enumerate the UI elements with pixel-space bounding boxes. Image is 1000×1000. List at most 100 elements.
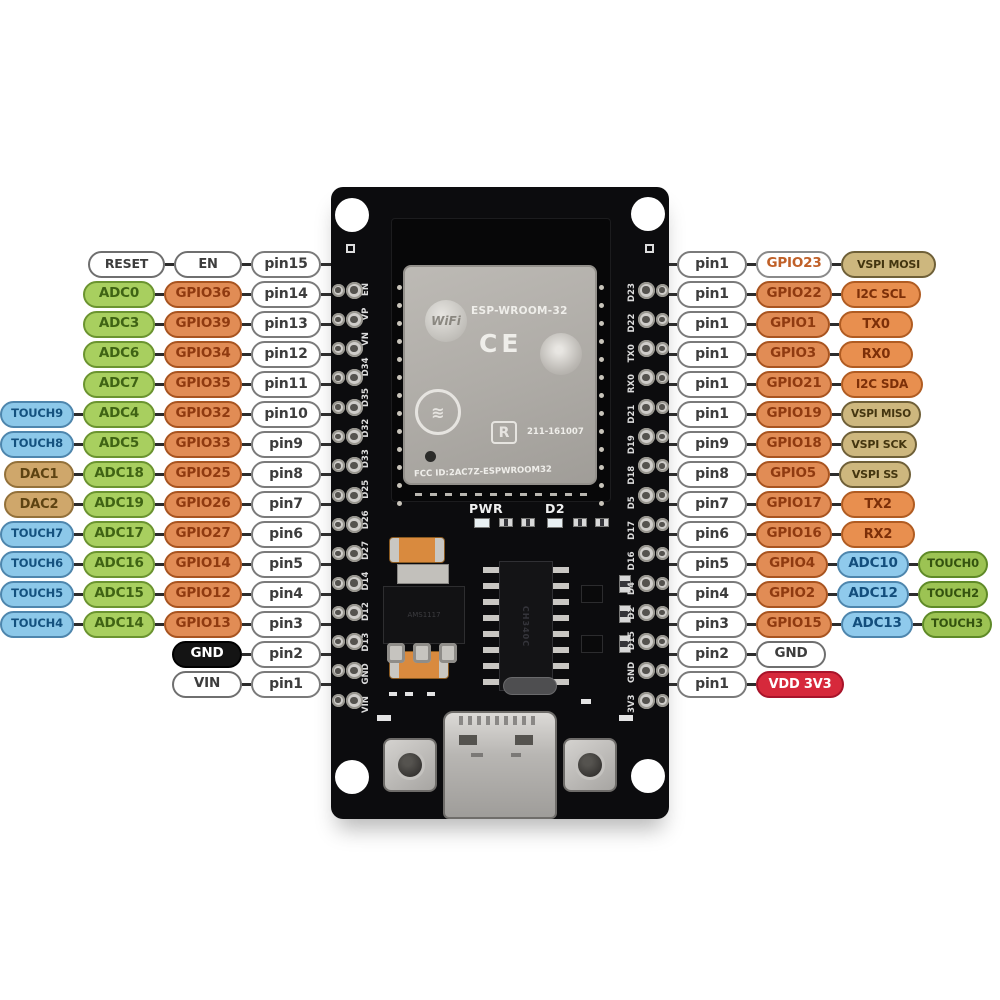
connector-line bbox=[321, 442, 331, 446]
pad-hole bbox=[659, 287, 665, 293]
pad-hole bbox=[642, 403, 650, 411]
pin-label-pin6: pin6 bbox=[251, 520, 321, 548]
pin-pad bbox=[655, 488, 669, 502]
pin-label-gpio34: GPIO34 bbox=[164, 340, 242, 368]
connector-line bbox=[155, 322, 164, 326]
chip-pin bbox=[553, 679, 569, 685]
pin-label-pin1: pin1 bbox=[677, 400, 747, 428]
pin-label-pin1: pin1 bbox=[677, 670, 747, 698]
connector-line bbox=[747, 532, 756, 536]
pad-hole bbox=[659, 609, 665, 616]
pin-label-pin1: pin1 bbox=[677, 310, 747, 338]
castellation-dot bbox=[397, 339, 402, 344]
pin-label-touch4: TOUCH4 bbox=[0, 610, 74, 638]
pad-hole bbox=[642, 286, 650, 294]
pin-label-adc15: ADC15 bbox=[83, 580, 155, 608]
pad-hole bbox=[642, 608, 650, 616]
castellation-dot bbox=[599, 411, 604, 416]
connector-line bbox=[242, 622, 251, 626]
pin-pad bbox=[345, 486, 363, 504]
pin-pad bbox=[331, 517, 345, 531]
usb-pin bbox=[531, 716, 535, 725]
pad-hole bbox=[350, 315, 358, 323]
pin-label-pin8: pin8 bbox=[251, 460, 321, 488]
giteki-mark: ≋ bbox=[415, 389, 461, 435]
connector-line bbox=[321, 592, 331, 596]
pin-pad bbox=[655, 459, 669, 473]
silkscreen-mark bbox=[427, 692, 435, 696]
pin-label-adc10: ADC10 bbox=[837, 550, 909, 578]
pin-label-adc3: ADC3 bbox=[83, 310, 155, 338]
pin-pad bbox=[331, 576, 345, 590]
connector-line bbox=[155, 532, 164, 536]
edge-pin-name: D14 bbox=[361, 571, 371, 591]
connector-line bbox=[832, 442, 841, 446]
pad-hole bbox=[642, 462, 650, 470]
pad-hole bbox=[335, 668, 341, 674]
usb-pin bbox=[504, 716, 508, 725]
connector-line bbox=[747, 502, 756, 506]
pin-label-adc5: ADC5 bbox=[83, 430, 155, 458]
chip-pin bbox=[483, 615, 499, 621]
pin-pad bbox=[345, 398, 363, 416]
module-pad-dash bbox=[550, 493, 557, 496]
pin-label-rx2: RX2 bbox=[841, 520, 915, 548]
regulator-leg bbox=[387, 643, 405, 663]
edge-pin-name: VN bbox=[361, 332, 371, 346]
pin-pad bbox=[637, 310, 655, 328]
connector-line bbox=[747, 352, 756, 356]
edge-pin-name: D32 bbox=[361, 418, 371, 438]
pin-pad bbox=[331, 342, 345, 356]
connector-line bbox=[747, 682, 756, 686]
connector-line bbox=[832, 292, 841, 296]
module-pad-dash bbox=[490, 493, 497, 496]
connector-line bbox=[832, 532, 841, 536]
connector-line bbox=[669, 502, 677, 506]
connector-line bbox=[669, 352, 677, 356]
pad-hole bbox=[350, 579, 358, 587]
connector-line bbox=[155, 382, 164, 386]
pad-hole bbox=[659, 433, 665, 440]
connector-line bbox=[830, 322, 839, 326]
connector-line bbox=[747, 442, 756, 446]
pin-label-adc12: ADC12 bbox=[837, 580, 909, 608]
mounting-hole bbox=[631, 759, 665, 793]
pin-pad bbox=[655, 430, 669, 443]
edge-pin-name: D33 bbox=[361, 449, 371, 469]
resistor bbox=[595, 518, 609, 527]
silkscreen-mark bbox=[405, 692, 413, 696]
castellation-dot bbox=[397, 393, 402, 398]
pad-hole bbox=[350, 608, 358, 616]
connector-line bbox=[747, 472, 756, 476]
pin-pad bbox=[655, 693, 669, 707]
pin-pad bbox=[345, 662, 363, 680]
edge-pin-name: D22 bbox=[627, 313, 637, 333]
pin-pad bbox=[345, 574, 363, 592]
pin-label-pin1: pin1 bbox=[251, 670, 321, 698]
pin-label-adc19: ADC19 bbox=[83, 490, 155, 518]
connector-line bbox=[832, 382, 841, 386]
pin-label-gpio12: GPIO12 bbox=[164, 580, 242, 608]
anatel-logo bbox=[540, 333, 582, 375]
edge-pin-name: EN bbox=[361, 283, 371, 296]
connector-line bbox=[747, 412, 756, 416]
pin-pad bbox=[331, 371, 345, 385]
wifi-logo: WiFi bbox=[425, 300, 467, 342]
pin-pad bbox=[655, 576, 669, 590]
connector-line bbox=[242, 472, 251, 476]
usb-pin bbox=[522, 716, 526, 725]
chip-pin bbox=[553, 647, 569, 653]
transistor bbox=[581, 585, 603, 603]
castellation-dot bbox=[397, 375, 402, 380]
castellation-dot bbox=[397, 465, 402, 470]
mounting-hole bbox=[335, 760, 369, 794]
pin-label-tx0: TX0 bbox=[839, 310, 913, 338]
pad-hole bbox=[659, 697, 665, 703]
